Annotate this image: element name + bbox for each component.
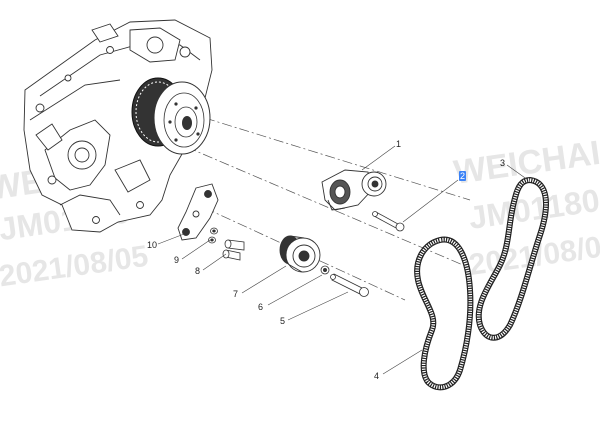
leader-line-10 xyxy=(157,233,185,245)
washers-part-9 xyxy=(208,227,218,244)
drive-belt-part-3 xyxy=(475,176,549,341)
leader-line-7 xyxy=(241,265,287,294)
idler-pulley-part-7 xyxy=(279,235,321,273)
callout-2-selected[interactable]: 2 xyxy=(459,171,467,181)
leader-line-8 xyxy=(202,253,227,271)
engine-front-cover xyxy=(23,19,213,233)
leader-lines xyxy=(157,145,529,375)
bolts-part-8 xyxy=(222,239,245,261)
callout-10[interactable]: 10 xyxy=(147,240,158,250)
leader-line-9 xyxy=(181,239,211,260)
callout-8[interactable]: 8 xyxy=(195,266,201,276)
leader-line-4 xyxy=(382,349,423,375)
leader-line-2 xyxy=(402,179,459,223)
belt-tensioner-part-1 xyxy=(321,169,387,211)
drive-belt-part-4 xyxy=(414,236,474,391)
watermark-right: WEICHAI JM01180 2021/08/05 xyxy=(451,134,600,282)
tensioner-bolt-part-2 xyxy=(372,211,405,232)
callout-9[interactable]: 9 xyxy=(174,255,180,265)
bracket-part-10 xyxy=(177,183,219,241)
callout-7[interactable]: 7 xyxy=(233,289,239,299)
watermark-text-5: JM01180 xyxy=(466,182,600,236)
callout-6[interactable]: 6 xyxy=(258,302,264,312)
washer-part-6 xyxy=(320,265,330,275)
leader-line-6 xyxy=(267,274,323,306)
idler-bolt-part-5 xyxy=(330,273,369,297)
leader-line-3 xyxy=(506,164,529,181)
crankshaft-pulley xyxy=(131,77,211,155)
callout-5[interactable]: 5 xyxy=(280,316,286,326)
watermark-text-3: 2021/08/05 xyxy=(0,240,150,294)
callout-4[interactable]: 4 xyxy=(374,371,380,381)
assembly-axes xyxy=(169,117,471,301)
leader-line-5 xyxy=(287,291,349,321)
callout-1[interactable]: 1 xyxy=(396,139,402,149)
callout-3[interactable]: 3 xyxy=(500,158,506,168)
leader-line-1 xyxy=(361,145,396,171)
